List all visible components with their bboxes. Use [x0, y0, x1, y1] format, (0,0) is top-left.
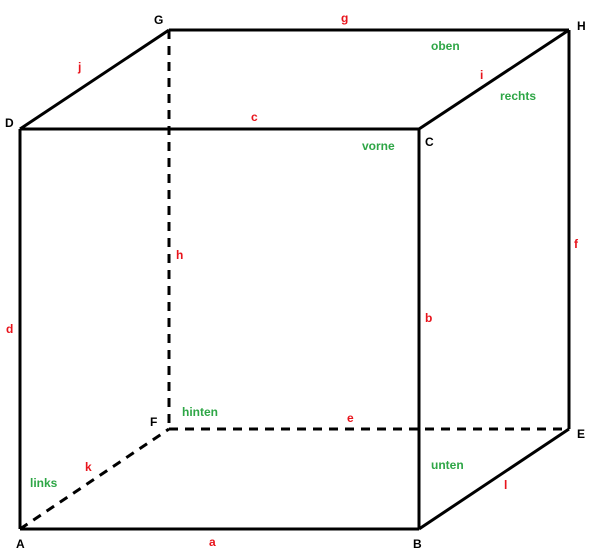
vertex-label-c: C	[425, 135, 434, 149]
face-label-bottom: unten	[431, 458, 464, 472]
vertex-label-f: F	[150, 415, 157, 429]
face-label-left: links	[30, 476, 58, 490]
face-label-back: hinten	[182, 405, 218, 419]
edge-line-k	[19, 427, 170, 531]
edge-label-c: c	[251, 110, 258, 124]
vertex-label-b: B	[413, 537, 422, 551]
edge-label-d: d	[6, 322, 13, 336]
edge-label-h: h	[176, 248, 183, 262]
edge-line-i	[418, 28, 570, 131]
edge-label-i: i	[480, 68, 483, 82]
face-label-top: oben	[431, 39, 460, 53]
edge-line-j	[19, 28, 170, 131]
edge-label-g: g	[341, 11, 348, 25]
vertex-label-g: G	[154, 13, 163, 27]
face-label-front: vorne	[362, 139, 395, 153]
edge-label-j: j	[77, 60, 81, 74]
edge-label-k: k	[85, 460, 92, 474]
edge-label-a: a	[209, 535, 216, 549]
vertex-label-e: E	[577, 427, 585, 441]
edge-label-e: e	[347, 411, 354, 425]
edge-label-b: b	[425, 311, 432, 325]
vertex-label-h: H	[577, 19, 586, 33]
vertex-label-a: A	[16, 537, 25, 551]
edge-label-f: f	[574, 237, 579, 251]
vertex-label-d: D	[5, 116, 14, 130]
face-label-right: rechts	[500, 89, 536, 103]
edge-label-l: l	[504, 478, 507, 492]
edge-line-l	[418, 427, 570, 531]
